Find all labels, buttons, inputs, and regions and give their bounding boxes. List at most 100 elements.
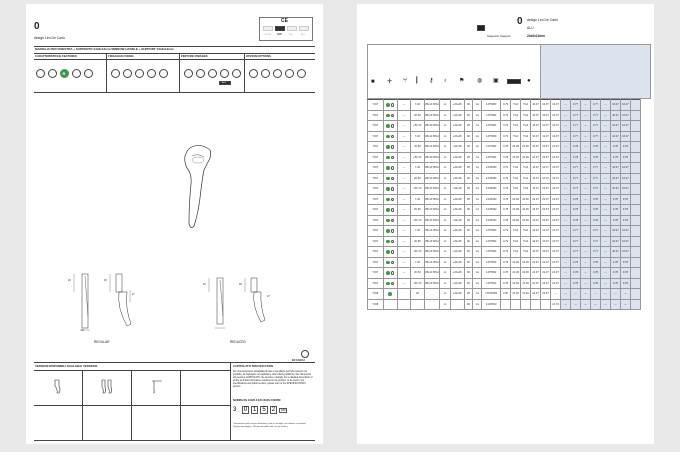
row-thickness: 20-50 [410,204,425,216]
versions-row-rule [34,405,230,406]
row-count: ≤1 [439,109,452,121]
row-length: 1m [472,183,483,195]
row-value: 0.78 [589,193,601,205]
fixing-icon-2 [123,69,132,78]
row-value: TG4 [520,172,532,184]
row-count: ≤1 [439,172,452,184]
row-value: 0.78 [619,277,631,289]
row-count: ≤1 [439,256,452,268]
row-value: 10.07 [530,225,542,237]
row-value: 10.07 [619,172,631,184]
row-dash [396,298,412,310]
row-code: TJ97 [367,193,384,205]
row-value: 10.07 [619,99,631,111]
row-value-extra [629,225,641,237]
row-value: 0.78 [500,151,512,163]
finish-bullet-outline-icon [390,176,395,180]
row-thickness: 20-50 [410,235,425,247]
row-degrees: 90 [463,151,474,163]
row-code: TJ97 [367,214,384,226]
row-value: — [580,214,591,226]
row-value: 22.97 [540,141,552,153]
row-value: 0.78 [619,214,631,226]
row-value: 0.78 [570,204,581,216]
row-thickness: ≥50-70 [410,214,425,226]
row-value: — [609,298,621,310]
regular-dim-1: 20 [68,279,71,282]
row-value: 10.07 [619,225,631,237]
finish-bullet-outline-icon [390,103,395,107]
row-length: 1m [472,288,483,300]
row-value: 0.78 [609,204,621,216]
row-value: — [599,162,611,174]
row-value: — [599,225,611,237]
row-article-code: 14U5080 [481,162,502,174]
support-label: Supporto Support [487,34,511,38]
row-finish-bullets [382,141,398,153]
row-thickness: 30 [410,288,425,300]
row-length: 1m [472,130,483,142]
row-screws: M5x10 M5x45 [423,204,441,216]
row-degrees: 90 [463,99,474,111]
row-value: 0.79 [500,162,512,174]
features-header: CARATTERISTICHE FEATURES [35,54,77,58]
row-value: — [580,141,591,153]
reduced-dim-2: 30 [239,283,242,286]
title-rule-bottom [34,53,315,54]
row-article-code: 14U5090 [481,193,502,205]
row-value: 0.77 [589,162,601,174]
row-value: — [580,277,591,289]
row-value: TG4 [520,162,532,174]
finish-bullet-outline-icon [390,197,395,201]
row-value: — [560,109,572,121]
feature-regular-badge: R [62,70,66,76]
row-value [510,298,522,310]
row-code: TJ97 [367,109,384,121]
norm-code-6: 2 [269,406,278,414]
row-value: 22.97 [530,214,542,226]
row-screws: M5x10 M5x45 [423,99,441,111]
row-length: 1m [472,204,483,216]
row-value: — [580,172,591,184]
row-value: 10.07 [530,183,542,195]
row-value: 0.78 [500,267,512,279]
row-value: 0.78 [500,193,512,205]
row-value: 0.77 [570,162,581,174]
row-value: 22.96 [510,214,522,226]
row-value: TG4 [510,162,522,174]
row-value: 0.78 [570,214,581,226]
row-value: 22.96 [510,193,522,205]
row-value: 0.77 [589,172,601,184]
row-value: 0.78 [500,141,512,153]
finish-bullet-icon [386,166,390,170]
row-thickness: 7-40 [410,162,425,174]
row-value: — [560,162,572,174]
row-value: 0.77 [589,235,601,247]
row-thickness: 20-50 [410,172,425,184]
header-bullet-icon: ■ [371,79,375,85]
row-value: 10.07 [530,172,542,184]
row-value: 0.78 [500,214,512,226]
norm-code-7: 180 [279,407,288,413]
row-code: TJ97 [367,204,384,216]
row-dash: — [396,151,412,163]
row-thickness: ≥50-70 [410,151,425,163]
row-value: 22.97 [550,193,562,205]
row-count: ≤1 [439,120,452,132]
finish-label-1: OXYRAL [263,34,272,36]
row-value: 22.96 [510,141,522,153]
row-value: 22.96 [510,151,522,163]
row-length: 1m [472,193,483,205]
row-dash: — [396,235,412,247]
finish-bullet-icon [386,187,390,191]
feature-icon-1 [36,69,45,78]
model-number: 0 [34,21,40,32]
row-value: 10.07 [619,120,631,132]
header-support-icon [507,79,521,84]
row-value: 10.07 [609,183,621,195]
norm-code-2: - [238,407,240,413]
row-angle [450,298,465,310]
row-value-extra [629,298,641,310]
